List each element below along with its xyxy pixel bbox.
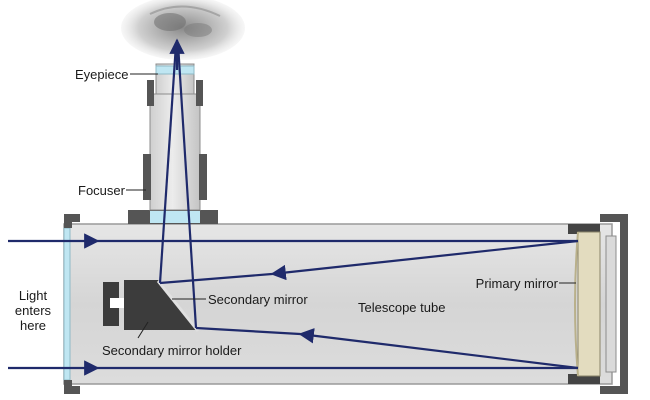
front-bracket-top xyxy=(64,214,80,228)
reflected-ray-bottom-b xyxy=(195,326,301,336)
label-eyepiece: Eyepiece xyxy=(75,67,128,82)
primary-mirror xyxy=(577,231,601,377)
secondary-mirror-holder xyxy=(124,280,198,330)
secondary-mirror-assembly xyxy=(103,280,200,332)
leader-secondary-holder xyxy=(137,321,149,339)
label-secondary-mirror-holder: Secondary mirror holder xyxy=(102,343,242,358)
secondary-holder-pin xyxy=(110,298,124,308)
focuser-collar-left xyxy=(147,80,154,106)
rear-cell-plate xyxy=(605,235,617,373)
focuser-collar-right xyxy=(196,80,203,106)
focuser-glass xyxy=(150,211,200,223)
reflected-ray-top-b xyxy=(159,272,273,285)
primary-mirror-clip-top xyxy=(568,224,600,234)
eye-icon xyxy=(121,0,245,60)
reflected-ray-bottom-a xyxy=(298,328,579,370)
focuser-body xyxy=(149,93,201,211)
label-light-line1: Light xyxy=(19,288,48,303)
primary-mirror-clip-bottom xyxy=(568,374,600,384)
focuser-knob-right xyxy=(199,154,207,200)
light-rays xyxy=(8,38,579,376)
label-secondary-mirror: Secondary mirror xyxy=(208,292,308,307)
label-focuser: Focuser xyxy=(78,183,126,198)
ray-to-eye-right xyxy=(176,43,198,329)
primary-mirror-surface xyxy=(574,231,579,377)
reflected-ray-top-a xyxy=(270,239,579,281)
label-light-line3: here xyxy=(20,318,46,333)
label-primary-mirror: Primary mirror xyxy=(476,276,559,291)
focuser-knob-left xyxy=(143,154,151,200)
label-telescope-tube: Telescope tube xyxy=(358,300,445,315)
aperture-glass xyxy=(63,227,71,381)
ray-to-eye-left xyxy=(158,43,178,284)
leader-lines xyxy=(126,73,576,339)
rear-cell-bracket xyxy=(600,214,628,394)
secondary-mirror xyxy=(156,280,200,332)
front-bracket-bottom xyxy=(64,380,80,394)
primary-mirror-assembly xyxy=(568,224,601,384)
label-light-line2: enters xyxy=(15,303,52,318)
labels: Eyepiece Focuser Light enters here Secon… xyxy=(15,67,559,358)
